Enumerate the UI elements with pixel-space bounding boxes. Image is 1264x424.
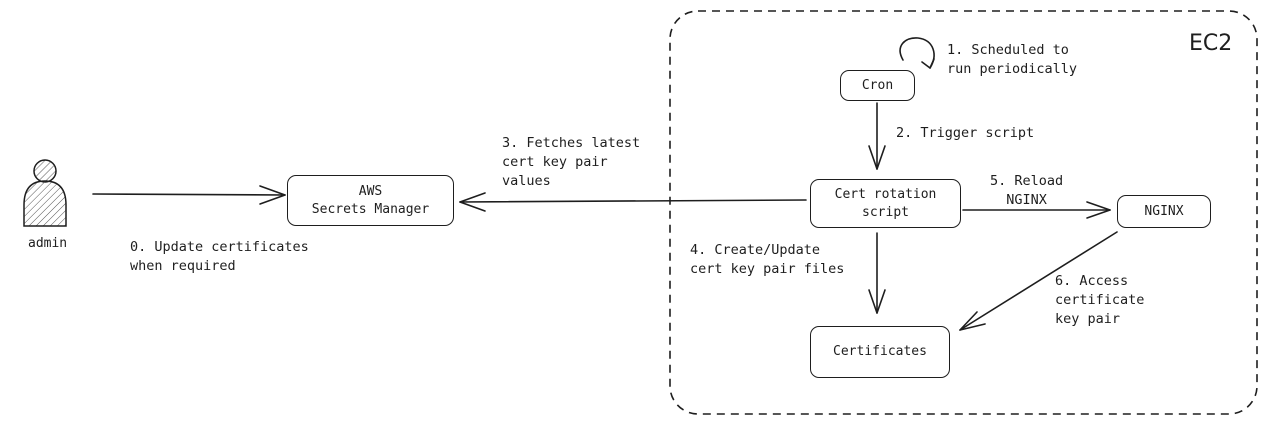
edge-3-label: 3. Fetches latest cert key pair values bbox=[502, 135, 641, 189]
cert-rotation-script-node: Cert rotation script bbox=[810, 179, 961, 228]
admin-actor-icon bbox=[23, 159, 67, 227]
edge-2-arrow bbox=[868, 102, 886, 170]
admin-label: admin bbox=[28, 236, 68, 251]
certificates-node: Certificates bbox=[810, 326, 950, 378]
cron-node: Cron bbox=[840, 70, 915, 101]
edge-1-label: 1. Scheduled to run periodically bbox=[947, 42, 1078, 77]
edge-6-label: 6. Access certificate key pair bbox=[1055, 273, 1145, 327]
edge-5-label: 5. Reload NGINX bbox=[990, 173, 1064, 208]
ec2-boundary bbox=[669, 10, 1258, 415]
nginx-node: NGINX bbox=[1117, 195, 1211, 228]
edge-5-arrow bbox=[962, 201, 1111, 219]
edge-4-arrow bbox=[868, 232, 886, 314]
edge-6-arrow bbox=[959, 231, 1118, 331]
edge-0-arrow bbox=[92, 185, 286, 205]
aws-secrets-manager-node: AWS Secrets Manager bbox=[287, 175, 454, 226]
edge-1-loop-arrow bbox=[899, 37, 935, 69]
edge-4-label: 4. Create/Update cert key pair files bbox=[690, 242, 845, 277]
edge-2-label: 2. Trigger script bbox=[896, 125, 1035, 141]
edge-0-label: 0. Update certificates when required bbox=[130, 239, 309, 274]
edge-3-arrow bbox=[459, 192, 807, 212]
ec2-label: EC2 bbox=[1189, 31, 1233, 56]
